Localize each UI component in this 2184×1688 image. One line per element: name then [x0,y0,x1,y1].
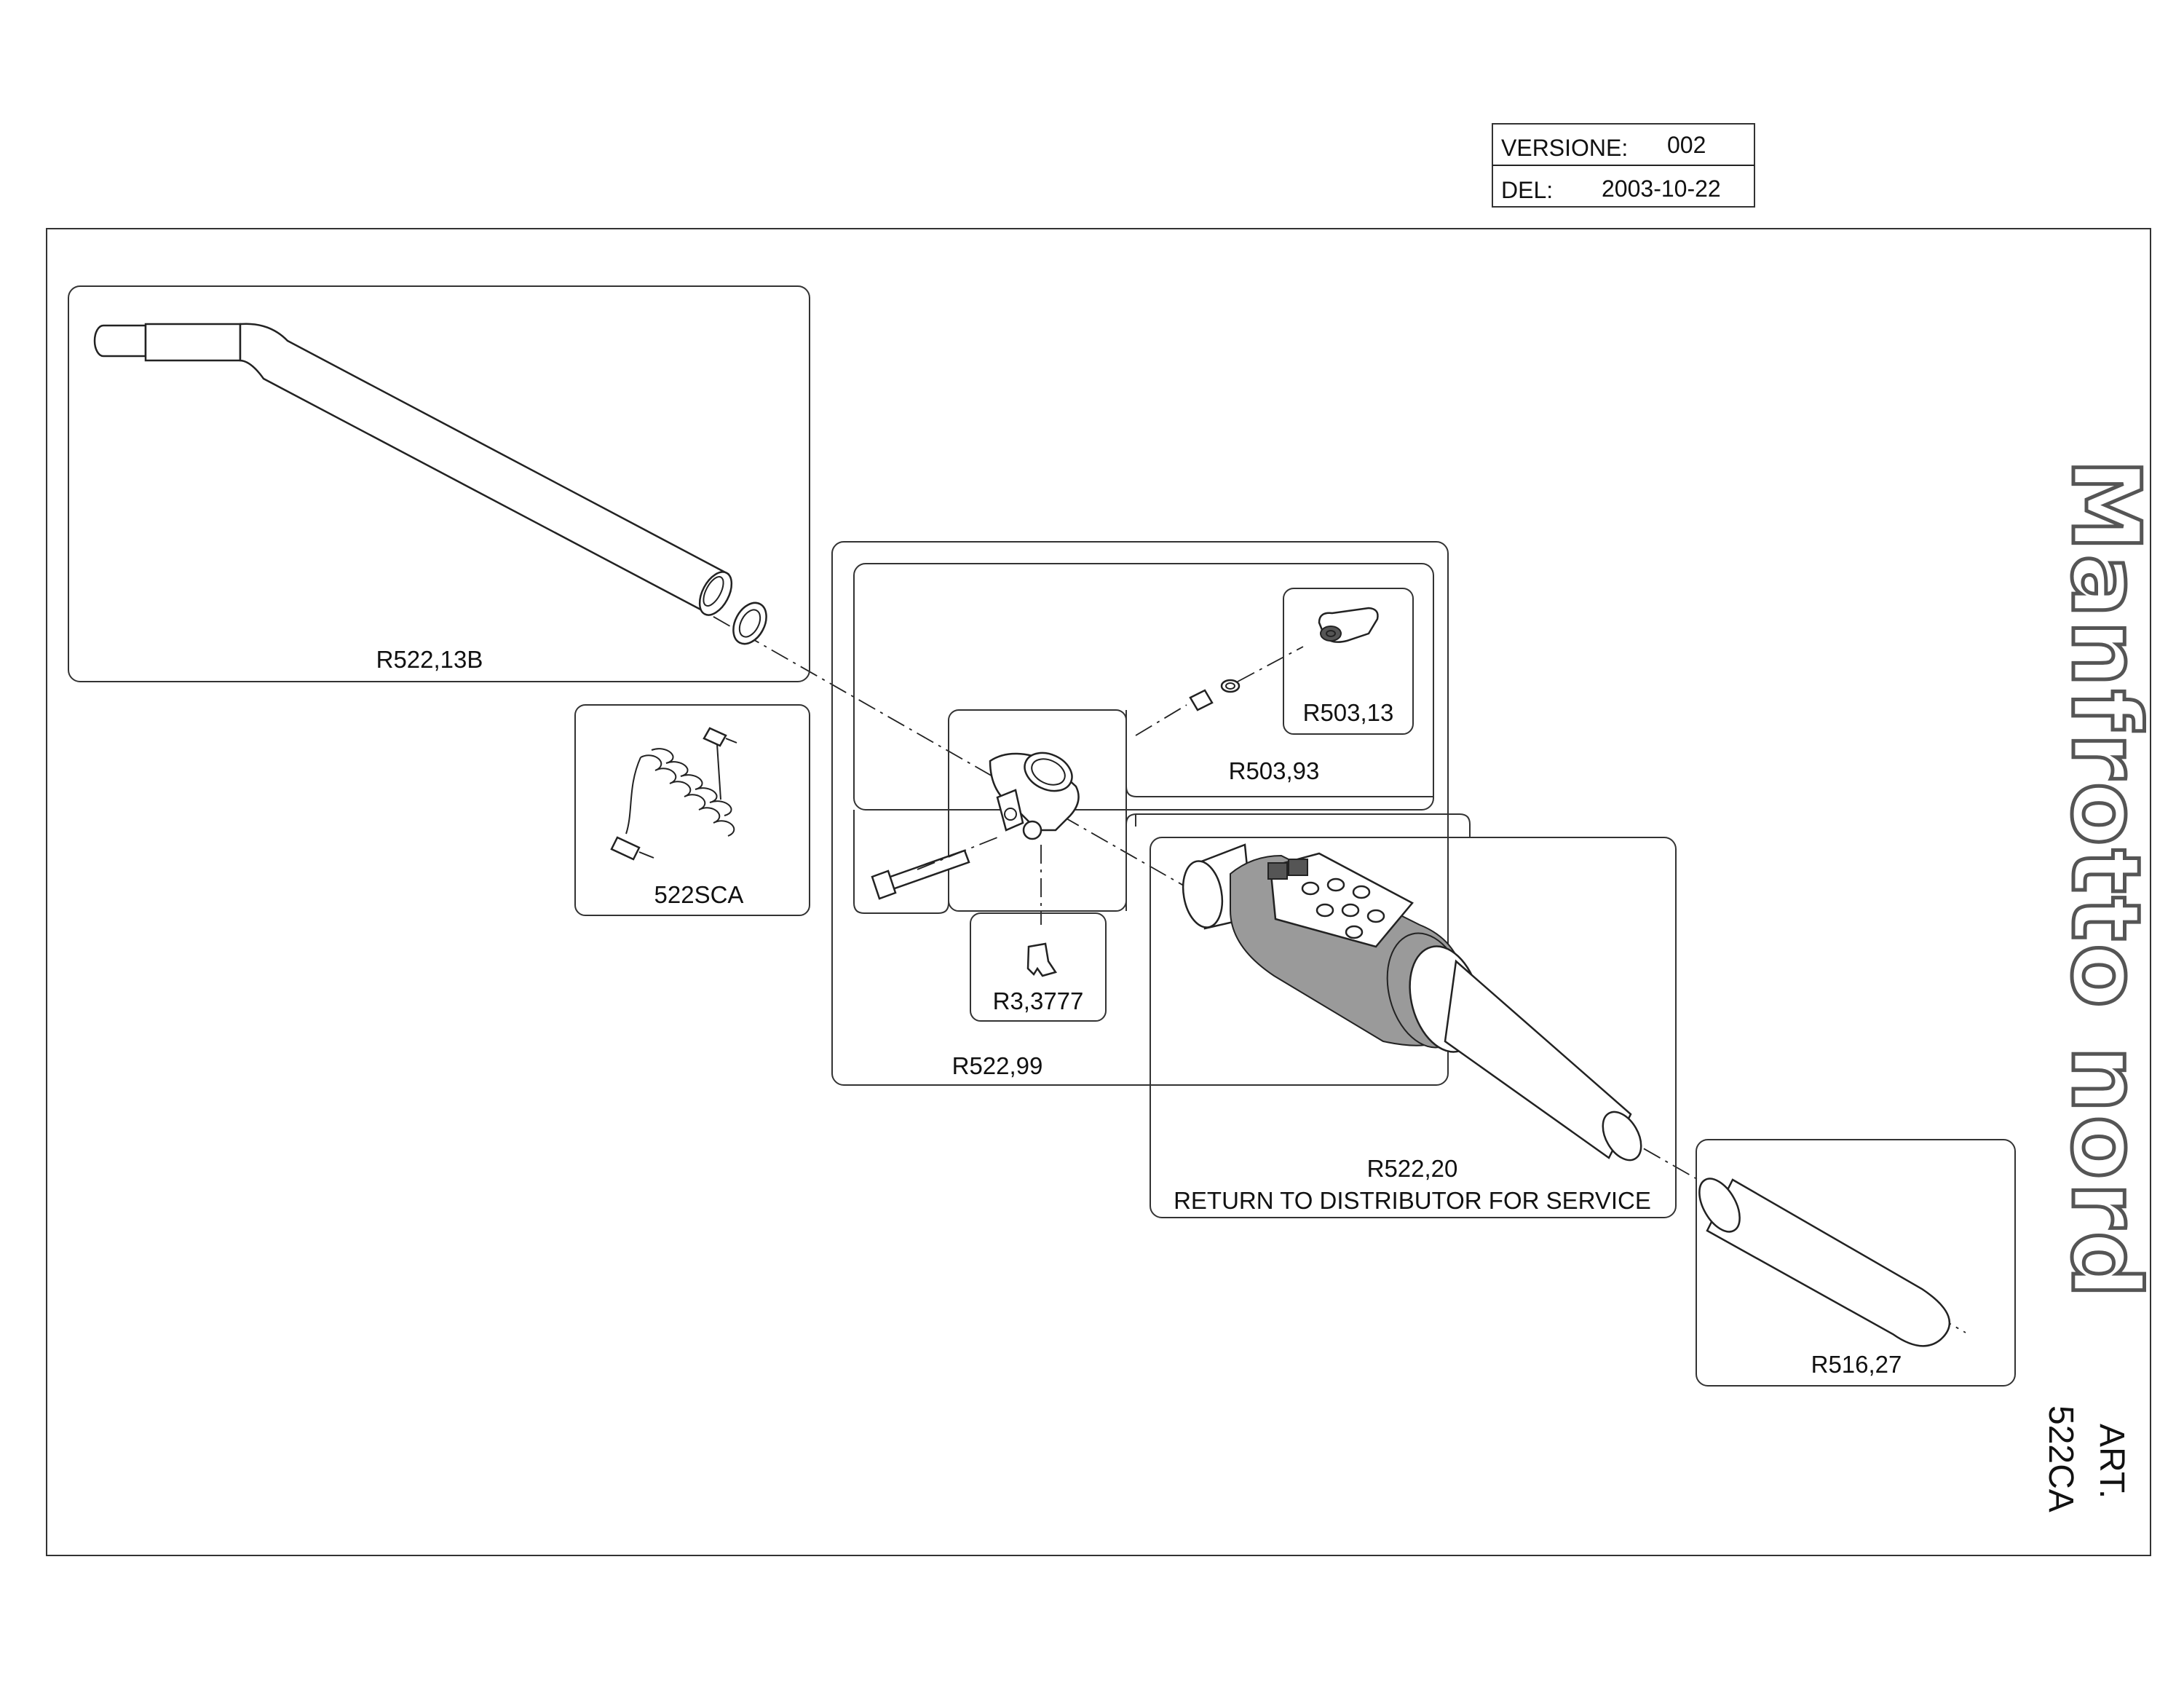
label-tube: R522,13B [376,646,483,673]
article-block: ART. 522CA [2041,1405,2131,1513]
part-group-grip: R516,27 [1696,1139,2016,1387]
title-block: VERSIONE: 002 DEL: 2003-10-22 [1492,123,1755,208]
label-lever-assembly: R503,93 [1229,757,1320,784]
lever-drawing [1318,607,1379,643]
label-cable: 522SCA [654,881,744,908]
article-code: 522CA [2041,1405,2080,1513]
part-group-lever: R503,13 [1283,588,1414,735]
label-lever: R503,13 [1303,699,1394,726]
article-label: ART. [2092,1424,2131,1499]
version-label: VERSIONE: [1501,135,1628,161]
brand-logo: Manfrotto nord [2051,459,2159,1301]
grub-screw-drawing [1135,646,1304,736]
keypad-buttons [1301,877,1385,939]
drawing-frame [46,228,2151,1556]
part-group-cable: 522SCA [574,704,810,916]
part-group-tube: R522,13B [68,285,810,682]
part-group-lever-assembly: R503,93 [1125,646,1433,797]
date-value: 2003-10-22 [1602,175,1721,202]
label-handle: R522,20 [1367,1155,1458,1182]
date-label: DEL: [1501,177,1553,203]
bolt-drawing [871,837,998,900]
clamp-collar-drawing [989,752,1080,840]
label-clamp-assembly: R522,99 [952,1052,1043,1079]
coiled-cable-drawing [610,727,737,861]
label-grip: R516,27 [1811,1351,1902,1378]
tube-drawing [93,323,767,645]
part-group-clip: R3,3777 [970,912,1107,1022]
part-group-clamp-assembly: R522,99 [831,541,1449,1086]
label-handle-note: RETURN TO DISTRIBUTOR FOR SERVICE [1174,1187,1651,1214]
version-value: 002 [1667,132,1706,158]
grip-drawing [1698,1178,1951,1347]
handle-drawing [1182,843,1642,1162]
label-clip: R3,3777 [993,987,1084,1014]
part-group-handle: R522,20 RETURN TO DISTRIBUTOR FOR SERVIC… [1125,813,1677,1218]
